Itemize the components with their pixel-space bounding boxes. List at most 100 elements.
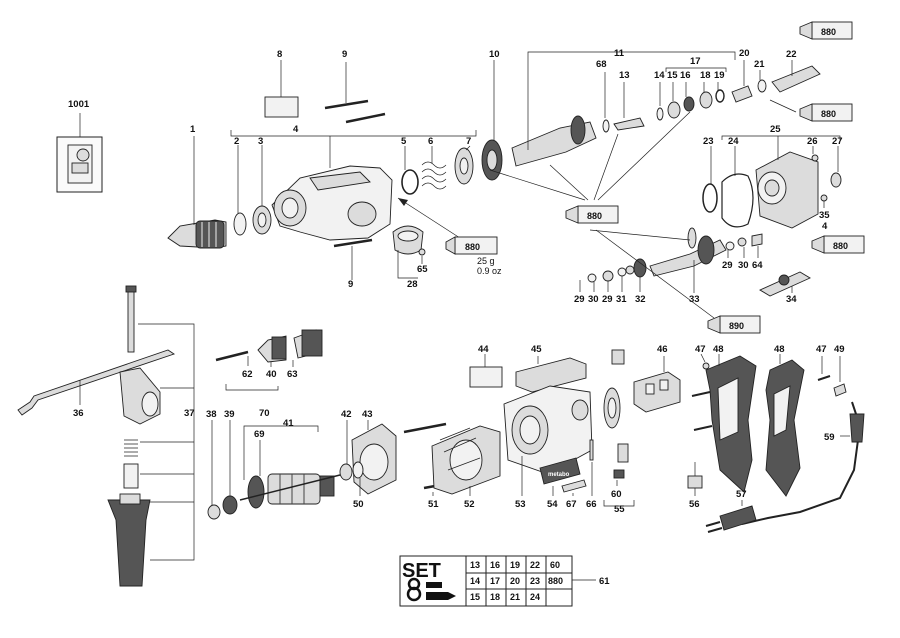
label-60: 60 xyxy=(611,489,622,500)
tube-label-3: 880 xyxy=(821,109,836,119)
label-5: 5 xyxy=(401,136,407,147)
part-25-flange: 25 xyxy=(721,124,841,229)
label-47-left: 47 xyxy=(695,344,706,355)
label-52: 52 xyxy=(464,499,475,510)
label-25: 25 xyxy=(770,124,781,135)
parts-29-30-64-right: 29 30 64 xyxy=(722,233,763,271)
label-59: 59 xyxy=(824,432,835,443)
part-47-screws-left: 47 xyxy=(691,344,713,431)
label-21: 21 xyxy=(754,59,765,70)
bracket-70 xyxy=(225,384,279,391)
set-cell: 15 xyxy=(470,592,480,602)
set-cell: 19 xyxy=(510,560,520,570)
part-48-handle-right: 48 xyxy=(765,344,805,497)
part-brush-ring xyxy=(603,349,625,429)
part-43-fan-guide: 43 50 xyxy=(351,409,397,510)
label-48-right: 48 xyxy=(774,344,785,355)
grease-tube-890: 890 xyxy=(707,315,761,334)
label-2: 2 xyxy=(234,136,239,147)
label-4: 4 xyxy=(293,124,299,135)
label-30-b: 30 xyxy=(738,260,749,271)
part-20-21-bushing: 20 21 xyxy=(731,48,767,103)
part-13-pin: 13 xyxy=(613,70,645,131)
part-56-clip: 56 xyxy=(687,462,703,510)
part-26-27-screws: 26 27 xyxy=(807,136,843,188)
label-19: 19 xyxy=(714,70,725,81)
label-26: 26 xyxy=(807,136,818,147)
label-1: 1 xyxy=(190,124,196,135)
part-45-cover: 45 xyxy=(515,344,587,393)
part-52-stator: 52 xyxy=(431,425,501,510)
label-49: 49 xyxy=(834,344,845,355)
set-table: SET 13 16 19 22 60 14 17 20 23 880 15 18… xyxy=(399,555,610,607)
grease-amount-oz: 0.9 oz xyxy=(477,266,502,276)
part-47-49-right: 47 49 xyxy=(816,344,847,397)
label-6: 6 xyxy=(428,136,433,147)
label-51: 51 xyxy=(428,499,439,510)
tube-label-5: 880 xyxy=(833,241,848,251)
label-38: 38 xyxy=(206,409,217,420)
part-37-depth-rod xyxy=(125,285,137,353)
set-cell: 20 xyxy=(510,576,520,586)
label-39: 39 xyxy=(224,409,235,420)
part-33-shaft: 33 xyxy=(649,227,727,305)
label-69: 69 xyxy=(254,429,265,440)
part-34-pin-assembly: 34 xyxy=(759,271,811,305)
set-cell: 23 xyxy=(530,576,540,586)
part-37-handle xyxy=(107,493,151,587)
part-42-bearing: 42 xyxy=(339,409,353,481)
label-10: 10 xyxy=(489,49,500,60)
label-36: 36 xyxy=(73,408,84,419)
label-16: 16 xyxy=(680,70,691,81)
part-37-spring xyxy=(124,439,138,457)
grease-lead-e xyxy=(589,229,691,241)
part-57-plug: 57 xyxy=(705,489,757,533)
part-9-screw-bottom: 9 xyxy=(333,238,373,290)
label-8: 8 xyxy=(277,49,282,60)
label-65: 65 xyxy=(417,264,428,275)
label-29-b: 29 xyxy=(602,294,613,305)
part-1001: 1001 xyxy=(56,99,103,193)
set-cell: 18 xyxy=(490,592,500,602)
label-29-a: 29 xyxy=(574,294,585,305)
part-63-chuck: 63 xyxy=(287,329,323,380)
part-37-sleeve xyxy=(123,463,139,489)
part-53-motor-housing: 53 xyxy=(503,385,593,510)
label-64: 64 xyxy=(752,260,763,271)
part-54-brand-plate: metabo 54 xyxy=(539,457,581,510)
part-24-seal: 24 xyxy=(721,136,754,228)
part-8-label: 8 xyxy=(264,49,299,118)
label-62: 62 xyxy=(242,369,253,380)
label-7: 7 xyxy=(466,136,471,147)
part-37-clamp xyxy=(119,367,161,425)
label-11: 11 xyxy=(614,48,625,59)
grease-lead-a xyxy=(489,169,586,201)
label-9-top: 9 xyxy=(342,49,347,60)
part-66-pin: 66 xyxy=(586,439,597,510)
tube-label-6: 890 xyxy=(729,321,744,331)
label-53: 53 xyxy=(515,499,526,510)
tube-label-1: 880 xyxy=(465,242,480,252)
tube-label-4: 880 xyxy=(587,211,602,221)
grease-amount-g: 25 g xyxy=(477,256,495,266)
label-42: 42 xyxy=(341,409,352,420)
part-11-spindle: 11 xyxy=(511,48,736,167)
brand-text: metabo xyxy=(548,472,570,478)
part-36-depth-stop: 36 xyxy=(17,349,176,419)
part-35-screw: 35 4 xyxy=(819,194,830,232)
label-18: 18 xyxy=(700,70,711,81)
grease-tube-housing: 880 25 g 0.9 oz xyxy=(445,236,502,276)
grease-lead-c xyxy=(593,133,619,201)
label-70: 70 xyxy=(259,408,270,419)
label-23: 23 xyxy=(703,136,714,147)
arrow-head xyxy=(398,198,408,206)
part-41-armature: 41 69 xyxy=(239,418,345,509)
part-4-gear-housing: 4 xyxy=(230,124,477,241)
label-46: 46 xyxy=(657,344,668,355)
grease-tube-center: 880 xyxy=(565,205,619,224)
grease-tube-right-lower: 880 xyxy=(811,235,865,254)
label-32: 32 xyxy=(635,294,646,305)
set-cell: 24 xyxy=(530,592,540,602)
